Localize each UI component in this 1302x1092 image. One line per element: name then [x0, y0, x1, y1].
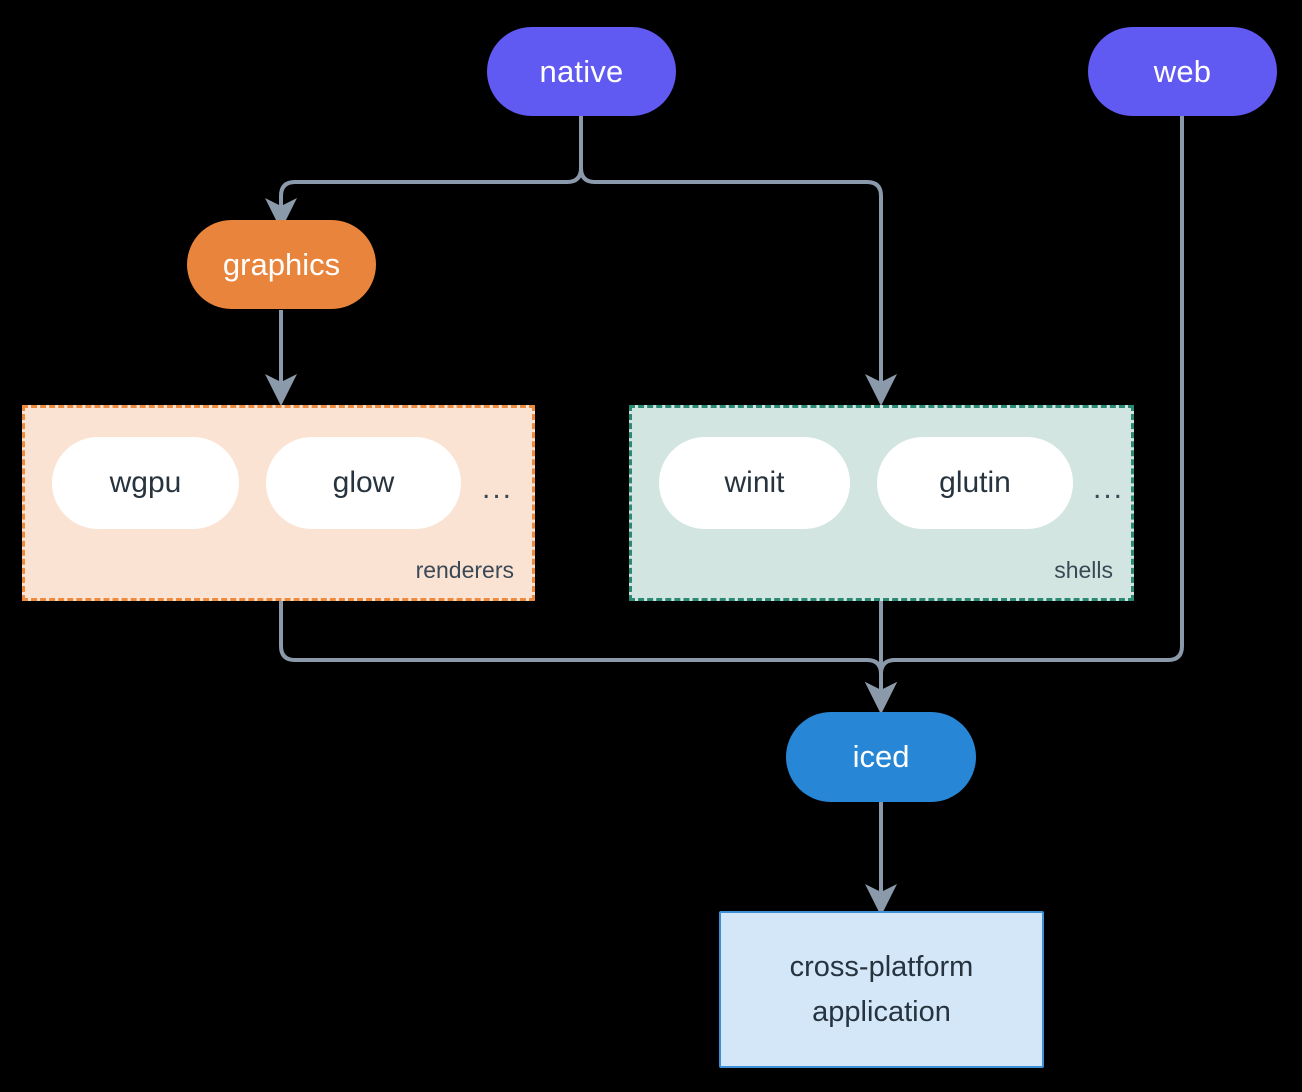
node-iced-label: iced — [852, 739, 910, 774]
leaf-pill-glutin-label: glutin — [939, 466, 1011, 499]
node-graphics-label: graphics — [222, 246, 341, 282]
group-shells-label: shells — [1054, 557, 1113, 583]
node-native[interactable]: native — [487, 27, 676, 116]
node-graphics[interactable]: graphics — [187, 220, 376, 309]
edge-native-shells — [579, 115, 897, 406]
leaf-pill-winit-label: winit — [724, 466, 785, 499]
leaf-pill-wgpu-label: wgpu — [109, 466, 182, 499]
leaf-pill-glutin[interactable]: glutin — [877, 437, 1073, 529]
renderers-more-ellipsis: ... — [482, 472, 514, 505]
node-application[interactable]: cross-platform application — [719, 911, 1044, 1068]
node-iced[interactable]: iced — [786, 712, 976, 802]
leaf-pill-winit[interactable]: winit — [659, 437, 850, 529]
node-application-label-line2: application — [812, 995, 951, 1028]
node-native-label: native — [539, 53, 624, 89]
node-web-label: web — [1153, 53, 1212, 89]
group-renderers-label: renderers — [415, 557, 514, 583]
group-shells: winit glutin ... shells — [629, 405, 1134, 601]
group-renderers: wgpu glow ... renderers — [22, 405, 535, 601]
leaf-pill-glow[interactable]: glow — [266, 437, 461, 529]
edge-native-split — [265, 115, 583, 230]
node-web[interactable]: web — [1088, 27, 1277, 116]
shells-more-ellipsis: ... — [1093, 472, 1125, 505]
leaf-pill-glow-label: glow — [332, 466, 395, 499]
node-application-label-line1: cross-platform — [789, 950, 974, 983]
edge-renderers-iced — [279, 601, 897, 714]
leaf-pill-wgpu[interactable]: wgpu — [52, 437, 239, 529]
